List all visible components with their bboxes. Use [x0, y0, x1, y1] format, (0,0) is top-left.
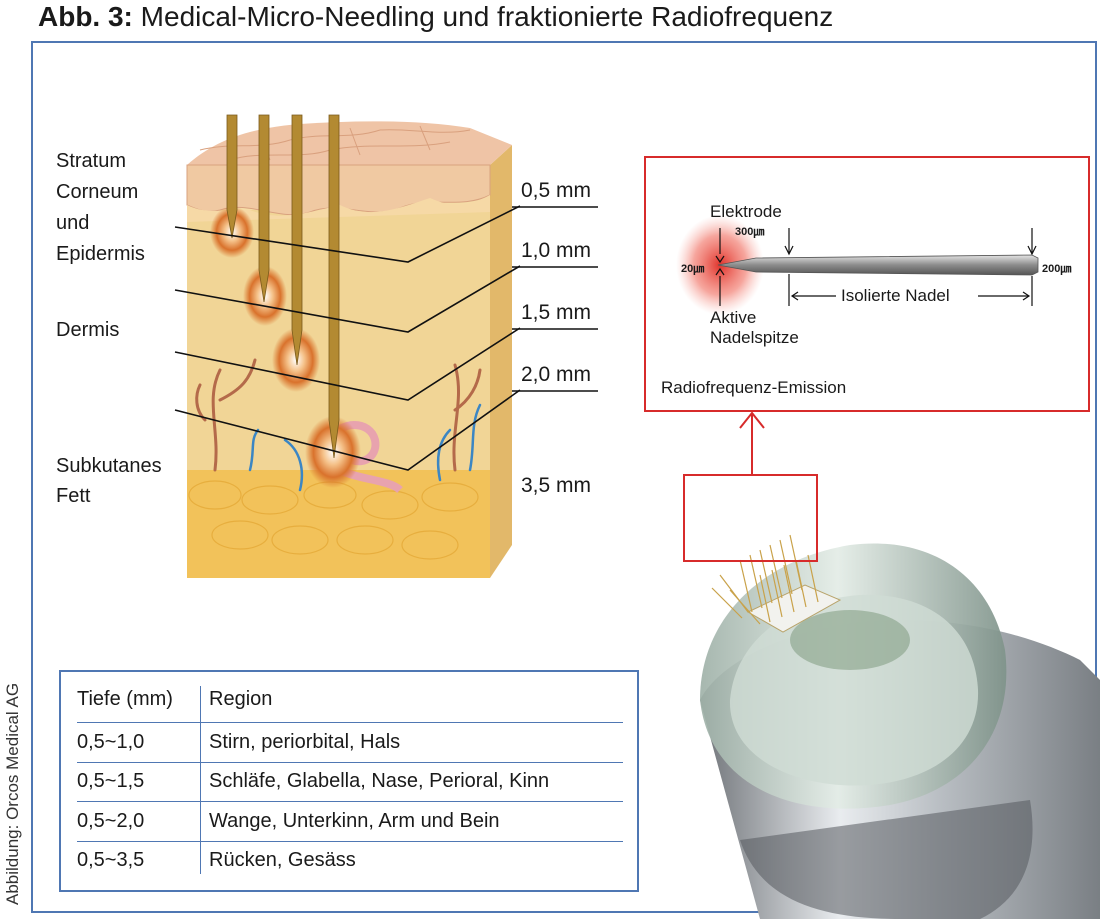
needle-detail-drawing: [676, 215, 1039, 315]
zoom-arrow: [739, 411, 765, 474]
depth-label: 2,0 mm: [521, 363, 592, 386]
table-cell: 0,5~1,5: [77, 770, 145, 792]
table-cell: Stirn, periorbital, Hals: [209, 731, 401, 753]
label-dermis: Dermis: [56, 319, 120, 341]
table-cell: 0,5~2,0: [77, 810, 145, 832]
depth-label: 1,5 mm: [521, 301, 592, 324]
rf-handpiece: [700, 534, 1100, 919]
insulated-needle-label: Isolierte Nadel: [841, 286, 950, 305]
depth-label: 0,5 mm: [521, 179, 592, 202]
depth-label: 3,5 mm: [521, 474, 592, 497]
rf-detail-box: Elektrode 300㎛ 20㎛ 200㎛ Isolierte Nadel …: [644, 156, 1090, 412]
table-row: 0,5~3,5 Rücken, Gesäss: [77, 842, 623, 882]
table-row: 0,5~2,0 Wange, Unterkinn, Arm und Bein: [77, 803, 623, 843]
dim-200-label: 200㎛: [1042, 263, 1072, 275]
handpiece-zoom-box: [683, 474, 818, 562]
table-cell: Wange, Unterkinn, Arm und Bein: [209, 810, 500, 832]
needles: [210, 114, 361, 488]
rf-emission-label: Radiofrequenz-Emission: [661, 378, 847, 397]
needle: [291, 114, 303, 366]
needle: [226, 114, 238, 239]
table-cell: Rücken, Gesäss: [209, 849, 356, 871]
table-divider: [77, 841, 623, 842]
table-divider: [77, 762, 623, 763]
active-tip-label-1: Aktive: [710, 308, 757, 327]
depth-label: 1,0 mm: [521, 239, 592, 262]
table-header-row: Tiefe (mm) Region: [77, 681, 623, 721]
needle: [328, 114, 340, 459]
table-row: 0,5~1,0 Stirn, periorbital, Hals: [77, 724, 623, 764]
label-epidermis: Epidermis: [56, 243, 145, 265]
table-divider: [77, 722, 623, 723]
label-stratum: Stratum: [56, 150, 127, 172]
table-cell: Schläfe, Glabella, Nase, Perioral, Kinn: [209, 770, 550, 792]
label-corneum: Corneum: [56, 181, 139, 203]
needle: [258, 114, 270, 303]
table-divider: [77, 801, 623, 802]
figure-number: Abb. 3:: [38, 1, 133, 32]
figure-title-text: Medical-Micro-Needling und fraktionierte…: [140, 1, 834, 32]
dim-300-label: 300㎛: [735, 226, 765, 238]
electrode-label: Elektrode: [710, 202, 782, 221]
depth-region-table: Tiefe (mm) Region 0,5~1,0 Stirn, periorb…: [59, 670, 639, 892]
table-header: Tiefe (mm): [77, 688, 173, 710]
figure-frame: [31, 41, 1097, 913]
table-cell: 0,5~1,0: [77, 731, 145, 753]
table-cell: 0,5~3,5: [77, 849, 145, 871]
label-und: und: [56, 212, 90, 234]
label-fett: Fett: [56, 485, 91, 507]
table-row: 0,5~1,5 Schläfe, Glabella, Nase, Periora…: [77, 763, 623, 803]
insulated-needle: [717, 254, 1039, 276]
active-tip-label-2: Nadelspitze: [710, 328, 799, 347]
label-subkutanes: Subkutanes: [56, 455, 162, 477]
dim-20-label: 20㎛: [681, 263, 705, 275]
table-column-divider: [200, 686, 201, 874]
depth-leader-lines: [174, 205, 598, 471]
figure-title: Abb. 3: Medical-Micro-Needling und frakt…: [38, 0, 833, 34]
table-header: Region: [209, 688, 273, 710]
